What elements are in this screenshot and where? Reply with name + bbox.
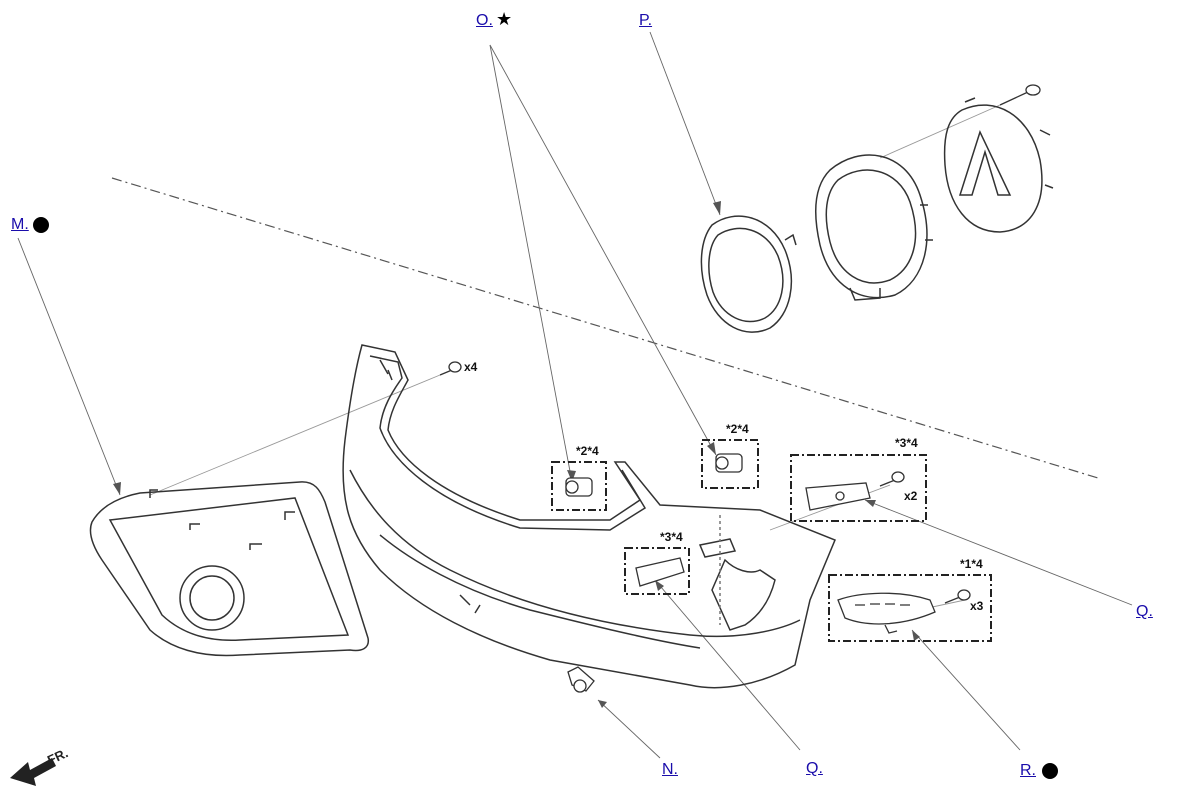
- note-sensor-left: *2*4: [576, 444, 599, 458]
- note-cover-right: *3*4: [895, 436, 918, 450]
- qty-foglamp: x3: [970, 599, 984, 613]
- front-label: FR.: [45, 745, 70, 767]
- bolt-part: [999, 84, 1041, 106]
- note-sensor-center: *2*4: [726, 422, 749, 436]
- detail-boxes: [551, 439, 992, 642]
- callout-n[interactable]: N.: [662, 761, 678, 778]
- note-foglamp: *1*4: [960, 557, 983, 571]
- separation-dash-line: [111, 177, 1099, 479]
- callout-m[interactable]: M.: [11, 216, 29, 233]
- callout-q-bottom[interactable]: Q.: [806, 760, 823, 777]
- note-cover-center: *3*4: [660, 530, 683, 544]
- dot-icon-r: [1042, 763, 1058, 779]
- emblem-part: [943, 97, 1054, 233]
- arrowheads: [113, 201, 920, 708]
- parking-sensor-center: [715, 453, 743, 473]
- callout-q-right[interactable]: Q.: [1136, 603, 1153, 620]
- grille-housing-part: [814, 154, 933, 301]
- callout-r[interactable]: R.: [1020, 762, 1036, 779]
- qty-bolt-top: x4: [464, 360, 478, 374]
- dot-icon-m: [33, 217, 49, 233]
- bolt-x2-part: [879, 471, 905, 487]
- callout-o[interactable]: O.: [476, 12, 493, 29]
- parking-sensor-lower: [567, 666, 595, 693]
- cover-right-part: [805, 482, 871, 511]
- callout-p[interactable]: P.: [639, 12, 653, 29]
- grille-ring-part: [700, 215, 797, 333]
- qty-lamp-right: x2: [904, 489, 918, 503]
- fog-lamp-part: [837, 592, 936, 634]
- star-icon: ★: [496, 9, 513, 29]
- front-garnish-part: [89, 481, 370, 657]
- front-arrow-icon: [10, 758, 56, 786]
- parking-sensor-left: [565, 477, 593, 497]
- bolt-x4-part: [439, 361, 462, 376]
- front-bumper-part: [342, 344, 836, 689]
- bolt-x3-part: [944, 589, 971, 604]
- cover-center-part: [635, 557, 685, 587]
